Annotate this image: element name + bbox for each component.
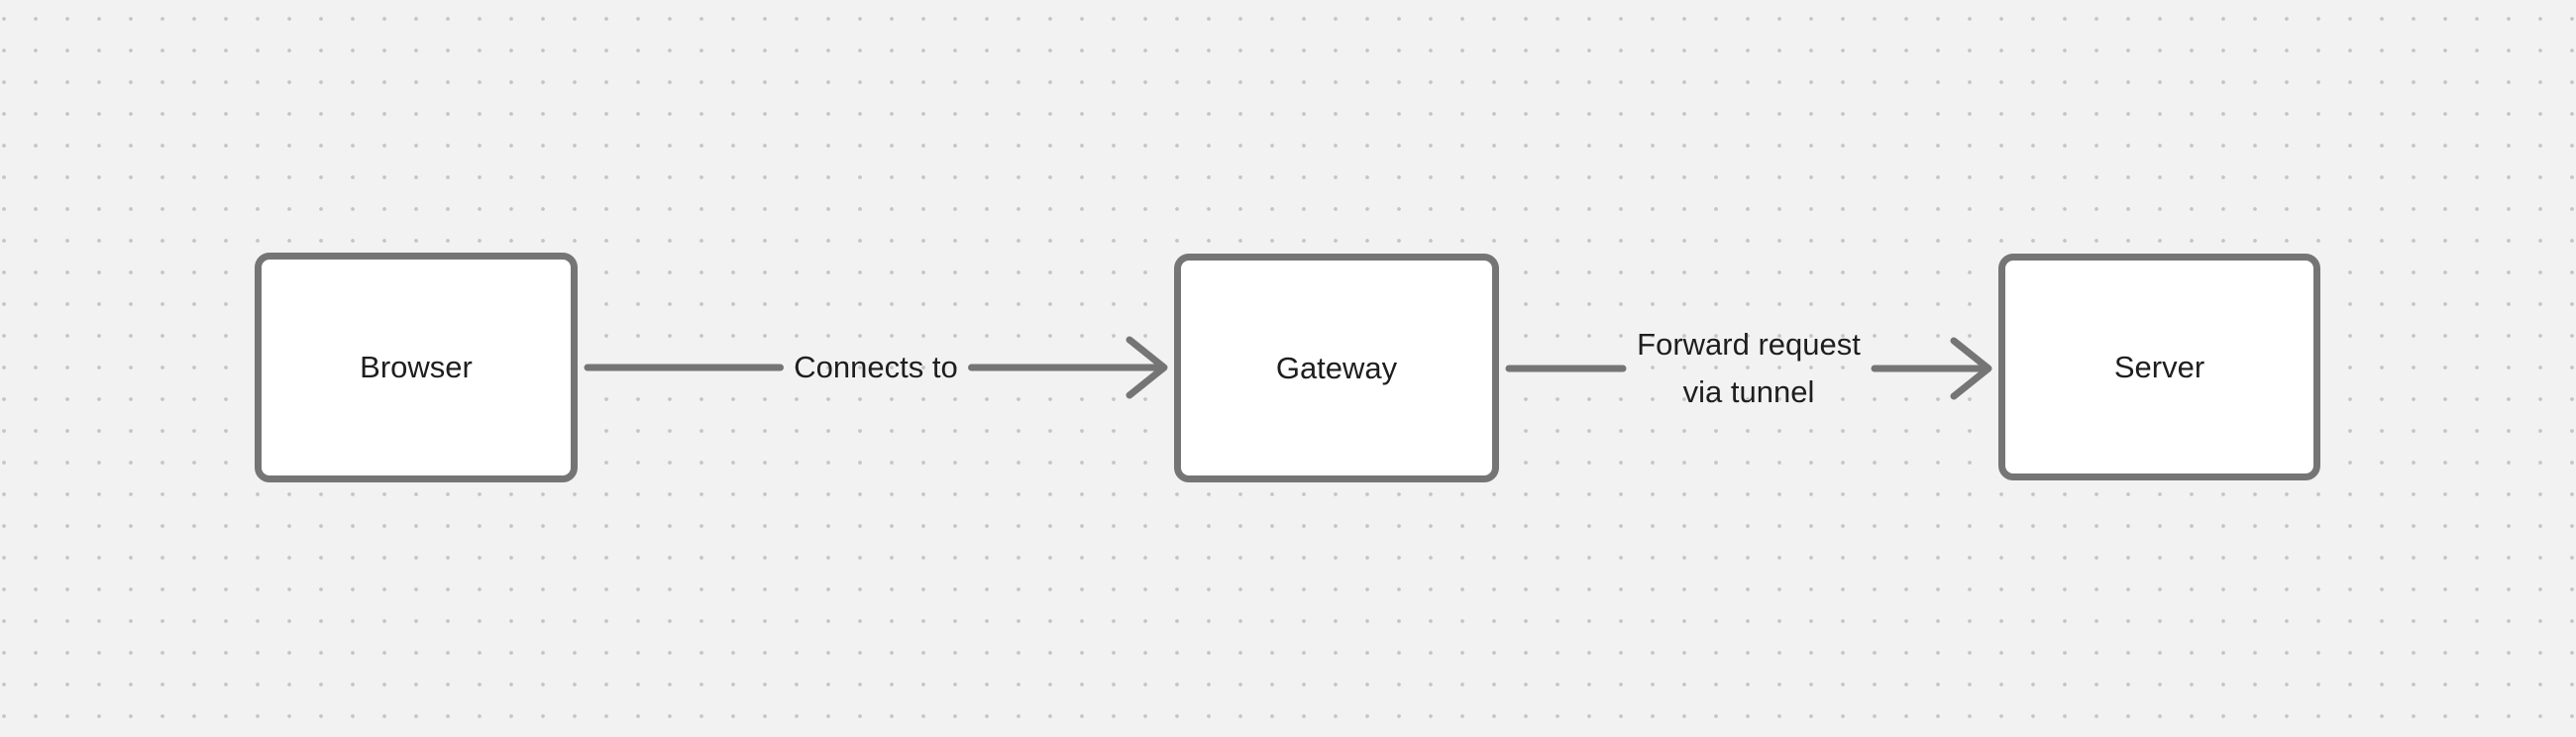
arrowhead-icon bbox=[1950, 337, 1992, 400]
connector-label-line: via tunnel bbox=[1682, 374, 1815, 409]
arrowhead-icon bbox=[1126, 336, 1168, 399]
node-gateway[interactable]: Gateway bbox=[1174, 254, 1499, 482]
node-label-browser: Browser bbox=[360, 350, 473, 384]
node-label-gateway: Gateway bbox=[1275, 350, 1398, 385]
connector-label-line: Connects to bbox=[794, 350, 958, 384]
node-server[interactable]: Server bbox=[1998, 254, 2320, 480]
node-browser[interactable]: Browser bbox=[255, 253, 578, 482]
connector-label-browser-to-gateway[interactable]: Connects to bbox=[794, 344, 957, 391]
node-label-server: Server bbox=[2113, 349, 2205, 384]
connector-label-line: Forward request bbox=[1637, 327, 1861, 362]
connector-gateway-to-server[interactable] bbox=[1505, 337, 1992, 400]
connector-browser-to-gateway[interactable] bbox=[584, 336, 1168, 399]
connector-label-gateway-to-server[interactable]: Forward request via tunnel bbox=[1637, 321, 1861, 416]
